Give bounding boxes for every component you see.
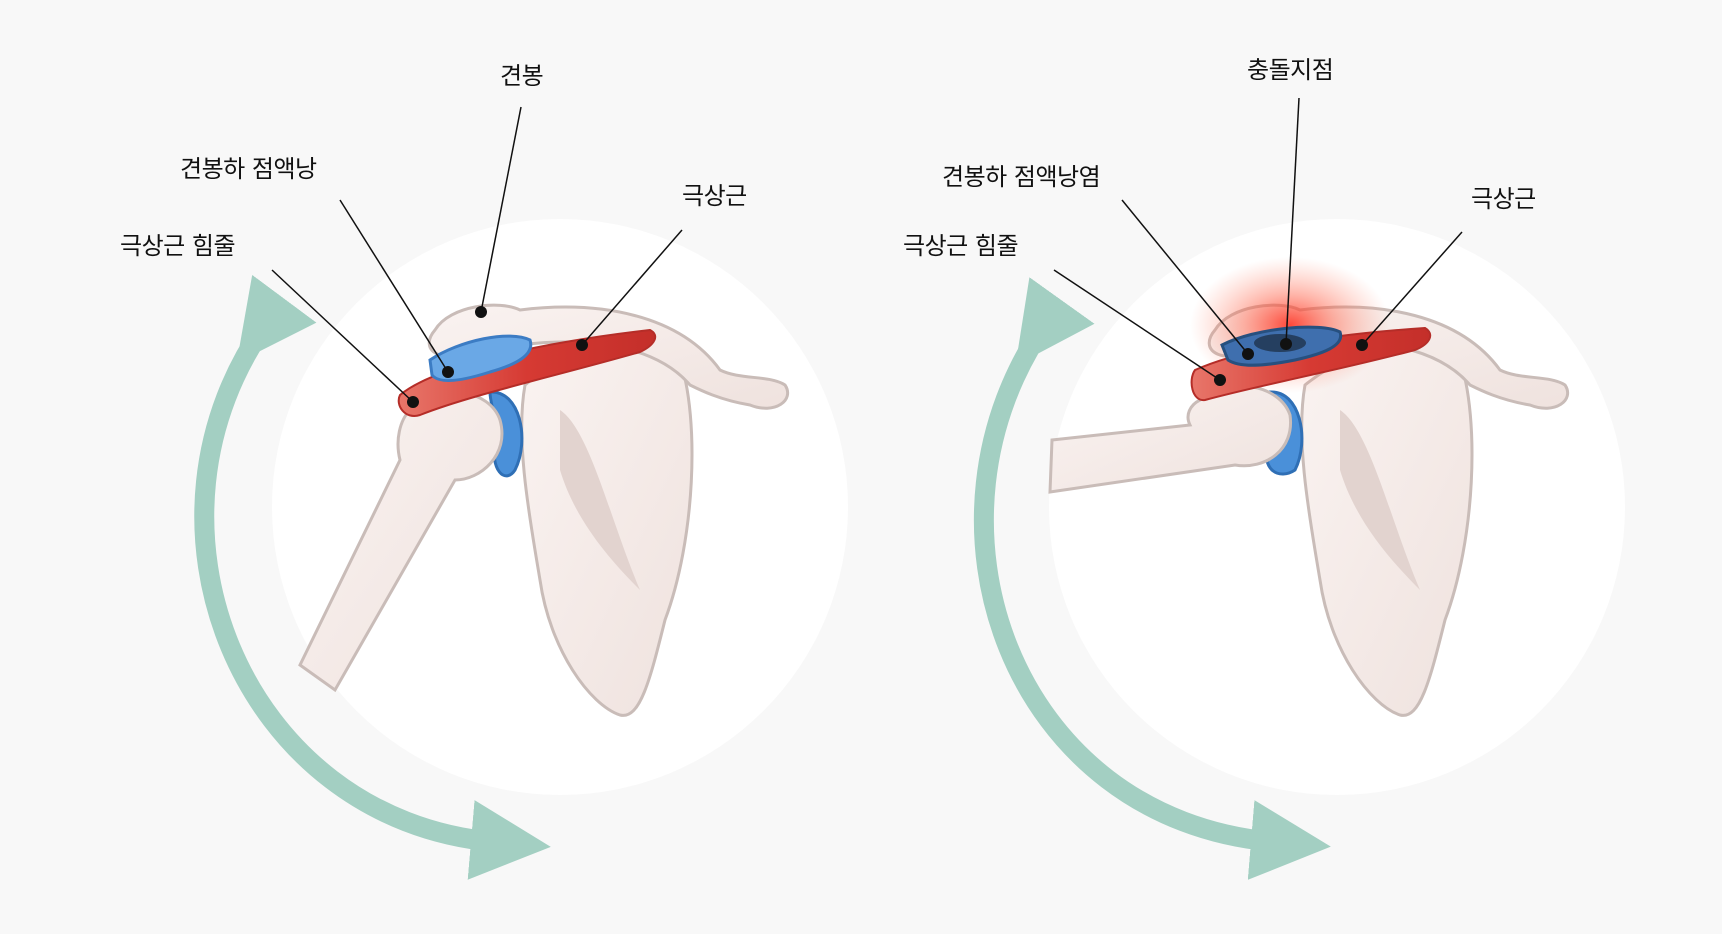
pin-bursitis: [1242, 348, 1254, 360]
pin-impact-point: [1280, 338, 1292, 350]
leader-supraspinatus: [1361, 231, 1463, 346]
label-tendon: 극상근 힘줄: [120, 232, 236, 260]
pin-tendon: [1214, 374, 1226, 386]
pin-supraspinatus: [576, 339, 588, 351]
impact-dark-spot: [1254, 334, 1306, 352]
rotation-arrow: [194, 274, 551, 880]
leader-bursitis: [1121, 199, 1249, 355]
rotation-arrow: [973, 277, 1331, 880]
scapula-shadow: [560, 410, 640, 590]
scapula-shadow: [1340, 410, 1420, 590]
label-tendon: 극상근 힘줄: [903, 232, 1019, 260]
leader-supraspinatus: [581, 229, 683, 346]
label-supraspinatus: 극상근: [1471, 185, 1536, 213]
leader-tendon: [1053, 269, 1221, 381]
pin-supraspinatus: [1356, 339, 1368, 351]
label-acromion: 견봉: [500, 62, 544, 90]
bursa: [428, 334, 533, 382]
label-bursa: 견봉하 점액낭: [180, 155, 317, 183]
pin-tendon: [407, 396, 419, 408]
leader-tendon: [271, 269, 414, 403]
panel-impingement: [973, 97, 1625, 880]
leader-impact-point: [1285, 97, 1300, 345]
label-impact-point: 충돌지점: [1247, 56, 1334, 84]
label-bursitis: 견봉하 점액낭염: [942, 163, 1101, 191]
pin-bursa: [442, 366, 454, 378]
pin-acromion: [475, 306, 487, 318]
label-supraspinatus: 극상근: [682, 182, 747, 210]
leader-bursa: [339, 199, 449, 373]
leader-acromion: [480, 106, 522, 313]
panel-normal: [194, 106, 848, 880]
